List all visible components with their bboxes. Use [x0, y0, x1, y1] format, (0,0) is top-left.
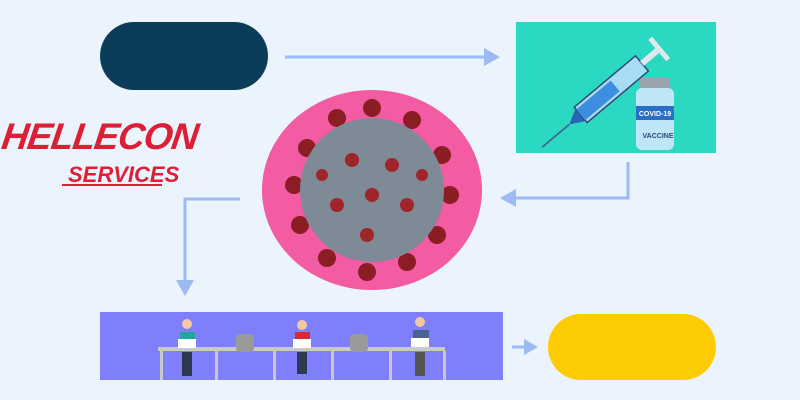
arrow-left-down: [183, 197, 240, 285]
worker-right: [411, 317, 429, 376]
worker-middle: [293, 320, 311, 374]
logo-hellecon: HELLECON: [0, 116, 201, 157]
vial-label: COVID-19: [639, 111, 671, 118]
syringe-vial-icon: COVID-19 VACCINE: [541, 36, 674, 150]
arrow-right-return: [510, 162, 630, 200]
coronavirus-icon: [285, 99, 459, 281]
worker-left: [178, 319, 196, 376]
office-workspace-illustration: [100, 312, 503, 380]
vaccine-panel: COVID-19 VACCINE: [516, 22, 716, 153]
logo-underline: [62, 184, 162, 186]
yellow-pill-shape: [548, 314, 716, 380]
logo-services: SERVICES: [68, 162, 180, 187]
arrowhead-icon: [484, 48, 500, 66]
dark-pill-shape: [100, 22, 268, 90]
arrowhead-icon: [500, 189, 516, 207]
arrowhead-icon: [176, 280, 194, 296]
vial-sublabel: VACCINE: [643, 133, 674, 140]
arrowhead-icon: [524, 339, 538, 355]
office-desks-icon: [158, 317, 446, 380]
pink-circle: [262, 90, 482, 290]
